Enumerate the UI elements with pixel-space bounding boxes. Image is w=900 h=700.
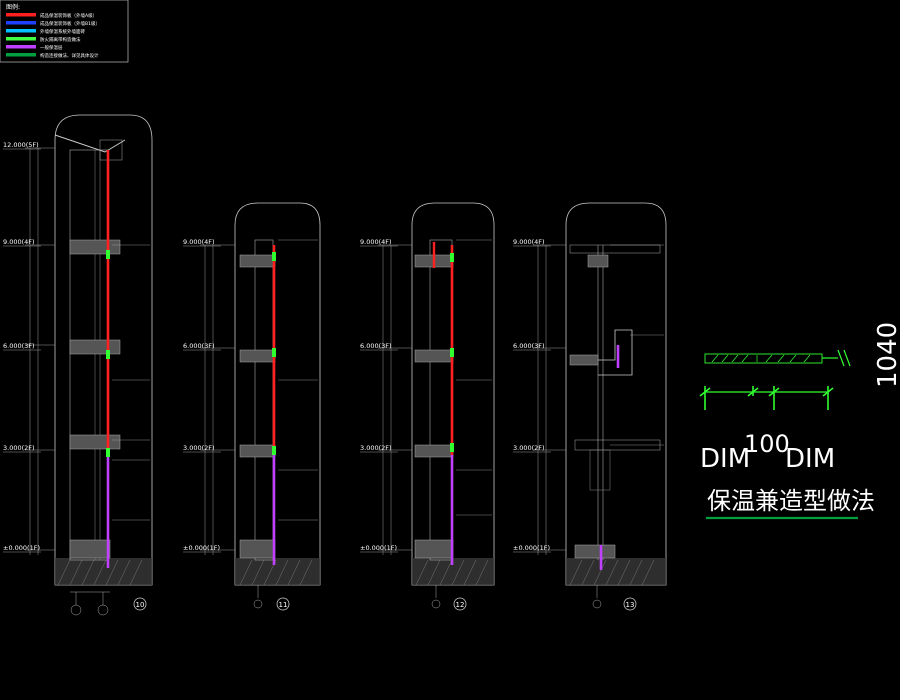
legend-label: 一般保温层 bbox=[40, 44, 63, 51]
level-label: 6.000(3F) bbox=[183, 342, 215, 350]
section-10-number: 10 bbox=[136, 601, 145, 609]
detail-block: DIM 100 DIM 保温兼造型做法 1040 bbox=[699, 322, 900, 520]
detail-title: 保温兼造型做法 bbox=[707, 487, 875, 515]
section-12: 9.000(4F) 6.000(3F) 3.000(2F) ±0.000(1F) 12 bbox=[360, 202, 495, 611]
legend-label: 成品保温装饰板（外墙B1级） bbox=[40, 20, 100, 27]
legend-swatch bbox=[6, 13, 36, 17]
legend-swatch bbox=[6, 45, 36, 49]
level-label: ±0.000(1F) bbox=[513, 544, 550, 552]
level-label: 12.000(5F) bbox=[3, 141, 39, 149]
level-label: 3.000(2F) bbox=[513, 444, 545, 452]
legend-swatch bbox=[6, 53, 36, 57]
level-label: ±0.000(1F) bbox=[3, 544, 40, 552]
legend-label: 成品保温装饰板（外墙A级） bbox=[40, 12, 97, 19]
level-label: 9.000(4F) bbox=[360, 238, 392, 246]
section-10: 12.000(5F) 9.000(4F) 6.000(3F) 3.000(2F) ±0.… bbox=[3, 114, 153, 616]
dim-value: 100 bbox=[744, 430, 790, 458]
level-label: ±0.000(1F) bbox=[360, 544, 397, 552]
level-label: 9.000(4F) bbox=[513, 238, 545, 246]
level-label: ±0.000(1F) bbox=[183, 544, 220, 552]
dim-left-label: DIM bbox=[700, 444, 750, 474]
level-label: 9.000(4F) bbox=[183, 238, 215, 246]
dim-right-label: DIM bbox=[785, 444, 835, 474]
section-13: 9.000(4F) 6.000(3F) 3.000(2F) ±0.000(1F) 13 bbox=[513, 202, 667, 611]
legend-swatch bbox=[6, 29, 36, 33]
side-dimension-value: 1040 bbox=[873, 322, 900, 388]
legend-label: 防火隔离带构造做法 bbox=[40, 36, 81, 43]
section-11: 9.000(4F) 6.000(3F) 3.000(2F) ±0.000(1F) 11 bbox=[183, 202, 321, 611]
legend-swatch bbox=[6, 37, 36, 41]
level-label: 6.000(3F) bbox=[360, 342, 392, 350]
level-label: 9.000(4F) bbox=[3, 238, 35, 246]
legend-swatch bbox=[6, 21, 36, 25]
section-13-number: 13 bbox=[626, 601, 635, 609]
level-label: 6.000(3F) bbox=[3, 342, 35, 350]
level-label: 3.000(2F) bbox=[3, 444, 35, 452]
legend-label: 构造连接做法、详见具体设计 bbox=[40, 52, 99, 59]
legend-label: 外墙保温系统外墙面砖 bbox=[40, 28, 85, 35]
level-label: 3.000(2F) bbox=[360, 444, 392, 452]
section-12-number: 12 bbox=[456, 601, 465, 609]
legend: 图例: 成品保温装饰板（外墙A级）成品保温装饰板（外墙B1级）外墙保温系统外墙面… bbox=[0, 0, 129, 63]
legend-title: 图例: bbox=[6, 3, 20, 11]
level-label: 3.000(2F) bbox=[183, 444, 215, 452]
section-11-number: 11 bbox=[279, 601, 288, 609]
level-label: 6.000(3F) bbox=[513, 342, 545, 350]
